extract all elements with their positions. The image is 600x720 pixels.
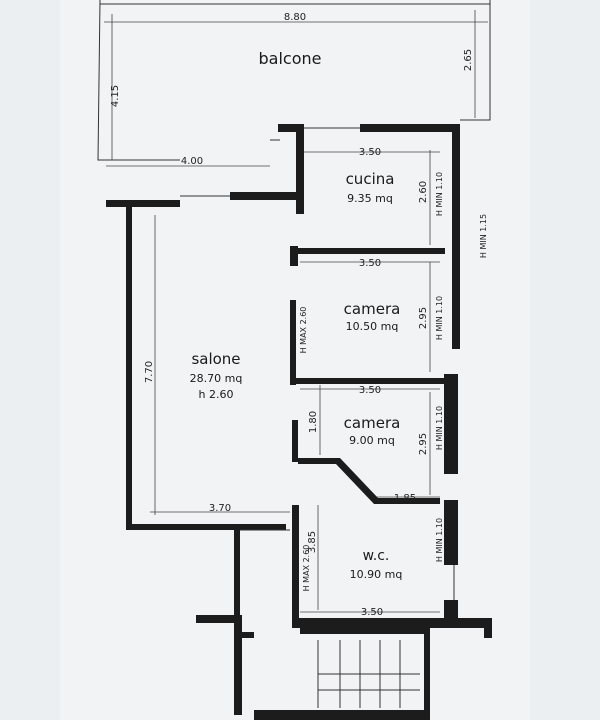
room-name-balcone: balcone [259, 49, 322, 68]
room-name-salone: salone [191, 350, 240, 368]
note-wc-hmax: H MAX 2.60 [302, 545, 311, 592]
room-name-wc: w.c. [363, 548, 390, 564]
dim-cucina-width: 3.50 [359, 147, 381, 158]
note-camera1-hmax: H MAX 2.60 [299, 307, 308, 354]
dim-camera2-depth: 2.95 [418, 433, 429, 455]
balcony-outline [97, 0, 491, 161]
room-area-cucina: 9.35 mq [347, 192, 393, 205]
dim-cucina-depth: 2.60 [418, 181, 429, 203]
dim-salone-depth: 7.70 [144, 361, 155, 383]
room-area-camera-1: 10.50 mq [346, 320, 399, 333]
note-outer-hmin: H MIN 1.15 [479, 214, 488, 258]
dim-balcony-right-depth: 2.65 [463, 49, 474, 71]
room-area-camera-2: 9.00 mq [349, 434, 395, 447]
note-camera1-hmin: H MIN 1.10 [435, 296, 444, 340]
dim-wc-width: 3.50 [361, 607, 383, 618]
room-area-salone: 28.70 mq [190, 372, 243, 385]
dim-wc-depth: 3.85 [307, 531, 318, 553]
dim-camera1-depth: 2.95 [418, 307, 429, 329]
dim-salone-top-width: 4.00 [181, 156, 203, 167]
window-marks [180, 127, 455, 600]
room-area-wc: 10.90 mq [350, 568, 403, 581]
note-wc-hmin: H MIN 1.10 [435, 518, 444, 562]
dim-salone-bottom-width: 3.70 [209, 503, 231, 514]
dim-hall-length: 1.80 [308, 411, 319, 433]
room-name-camera-2: camera [344, 414, 401, 432]
dim-balcony-left-depth: 4.15 [110, 85, 121, 107]
room-name-cucina: cucina [346, 170, 395, 188]
note-cucina-hmin: H MIN 1.10 [435, 172, 444, 216]
note-camera2-hmin: H MIN 1.10 [435, 406, 444, 450]
room-name-camera-1: camera [344, 300, 401, 318]
dim-wc-top-width: 1.85 [394, 493, 416, 504]
stair-treads [317, 640, 420, 708]
dimension-lines [104, 10, 488, 613]
walls [106, 124, 492, 720]
room-height-salone: h 2.60 [199, 388, 234, 401]
dim-camera2-width: 3.50 [359, 385, 381, 396]
dim-camera1-width: 3.50 [359, 258, 381, 269]
dim-balcony-width: 8.80 [284, 12, 306, 23]
